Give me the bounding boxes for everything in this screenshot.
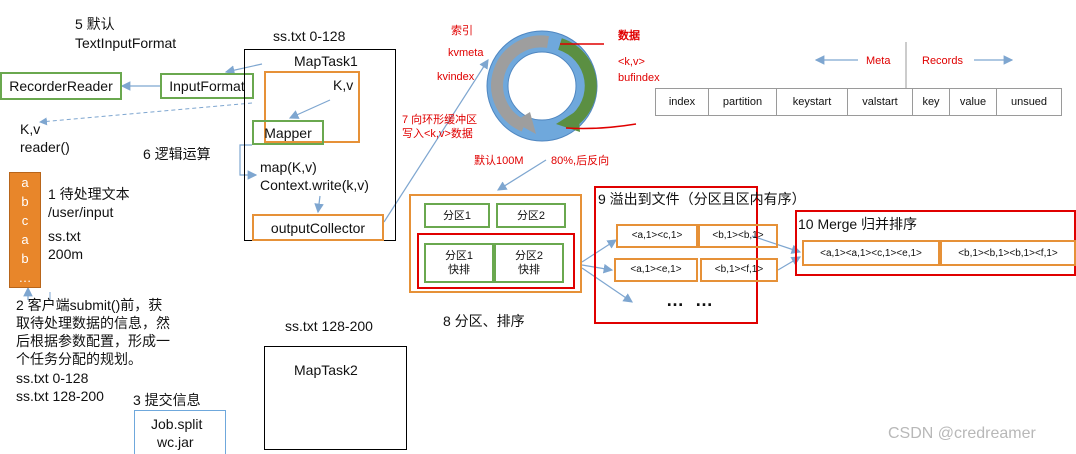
maptask1-inner-box: [264, 71, 360, 143]
file-letter: b: [21, 251, 29, 266]
input-file-block: a b c a b …: [9, 172, 41, 288]
spill-box: [594, 186, 758, 324]
input-format-box: InputFormat: [160, 73, 254, 99]
file-letter: a: [21, 232, 29, 247]
kv-reader-line1: K,v: [20, 121, 41, 137]
step1-line4: 200m: [48, 246, 84, 262]
merge-cell1: <a,1><a,1><c,1><e,1>: [802, 240, 940, 266]
step5-label-line1: 5 默认: [75, 16, 115, 32]
watermark: CSDN @credreamer: [888, 425, 1036, 442]
meta-cell-keystart: keystart: [776, 88, 848, 116]
spill-row2-cell2: <b,1><f,1>: [700, 258, 778, 282]
step7-line2: 写入<k,v>数据: [402, 128, 473, 140]
job-files-box: Job.split wc.jar: [134, 410, 226, 454]
file-letter: …: [18, 270, 32, 285]
partition2-sort-line1: 分区2: [514, 250, 544, 262]
step7-line1: 7 向环形缓冲区: [402, 114, 478, 126]
spill-row2-cell2-text: <b,1><f,1>: [714, 264, 764, 275]
output-collector-label: outputCollector: [270, 219, 366, 236]
maptask1-range: ss.txt 0-128: [273, 28, 346, 44]
step6-label: 6 逻辑运算: [143, 146, 211, 162]
step2-line6: ss.txt 128-200: [16, 388, 104, 404]
partition1-sort-line1: 分区1: [444, 250, 474, 262]
output-collector-box: outputCollector: [252, 214, 384, 241]
meta-cell-key: key: [912, 88, 950, 116]
step9-title: 9 溢出到文件（分区且区内有序）: [598, 191, 806, 207]
recorder-reader-label: RecorderReader: [9, 78, 113, 94]
wc-jar-label: wc.jar: [157, 434, 194, 450]
step2-line3: 后根据参数配置，形成一: [16, 333, 170, 349]
step5-label-line2: TextInputFormat: [75, 35, 177, 51]
ring-kv-label: <k,v>: [618, 56, 645, 68]
file-letter: b: [21, 194, 29, 209]
spill-row1-cell2: <b,1><b,1>: [698, 224, 778, 248]
partition-outer-box: [409, 194, 582, 293]
file-letter: a: [21, 175, 29, 190]
step2-line5: ss.txt 0-128: [16, 370, 89, 386]
meta-cell-index: index: [655, 88, 709, 116]
mapper-box: Mapper: [252, 120, 324, 145]
partition2-sort-box: 分区2 快排: [494, 243, 564, 283]
ring-bufindex-label: bufindex: [618, 72, 660, 84]
merge-cell2: <b,1><b,1><b,1><f,1>: [940, 240, 1076, 266]
partition2-label: 分区2: [516, 209, 546, 222]
step3-label: 3 提交信息: [133, 392, 201, 408]
spill-row2-cell1: <a,1><e,1>: [614, 258, 698, 282]
step2-line2: 取待处理数据的信息，然: [16, 315, 170, 331]
step10-title: 10 Merge 归并排序: [798, 216, 918, 232]
step2-line4: 个任务分配的规划。: [16, 351, 142, 367]
step2-line1: 2 客户端submit()前，获: [16, 297, 163, 313]
meta-header-label: Meta: [866, 55, 891, 67]
maptask2-title: MapTask2: [294, 362, 358, 378]
records-header-label: Records: [922, 55, 963, 67]
ring-buffer-graphic: [486, 30, 637, 142]
partition1-box: 分区1: [424, 203, 490, 228]
meta-cell-valstart: valstart: [847, 88, 913, 116]
mapper-label: Mapper: [264, 124, 312, 141]
map-line2: Context.write(k,v): [260, 177, 369, 193]
step1-line2: /user/input: [48, 204, 114, 220]
spill-ellipsis: … …: [666, 290, 717, 310]
ring-spill-label: 80%,后反向: [551, 155, 610, 167]
partition1-sort-box: 分区1 快排: [424, 243, 494, 283]
meta-cell-unsued: unsued: [996, 88, 1062, 116]
kv-reader-line2: reader(): [20, 139, 70, 155]
job-split-label: Job.split: [151, 416, 203, 432]
ring-default-label: 默认100M: [474, 155, 524, 167]
meta-table: index partition keystart valstart key va…: [655, 88, 1062, 116]
ring-index-label: 索引: [451, 25, 473, 37]
partition1-label: 分区1: [442, 209, 472, 222]
spill-row2-cell1-text: <a,1><e,1>: [630, 264, 682, 275]
partition1-sort-line2: 快排: [448, 264, 470, 276]
maptask1-kv: K,v: [333, 77, 354, 93]
meta-cell-value: value: [949, 88, 997, 116]
meta-cell-partition: partition: [708, 88, 777, 116]
step8-label: 8 分区、排序: [443, 313, 525, 329]
ring-kvmeta-label: kvmeta: [448, 47, 484, 59]
spill-row1-cell1: <a,1><c,1>: [616, 224, 698, 248]
map-line1: map(K,v): [260, 159, 317, 175]
file-letter: c: [21, 213, 29, 228]
ring-kvindex-label: kvindex: [437, 71, 475, 83]
maptask2-box: [264, 346, 407, 450]
ring-data-label: 数据: [618, 30, 640, 42]
recorder-reader-box: RecorderReader: [0, 72, 122, 100]
step1-line1: 1 待处理文本: [48, 186, 130, 202]
sort-outer-box: [417, 233, 575, 289]
merge-cell2-text: <b,1><b,1><b,1><f,1>: [958, 247, 1058, 259]
spill-row1-cell1-text: <a,1><c,1>: [631, 230, 683, 241]
merge-cell1-text: <a,1><a,1><c,1><e,1>: [820, 247, 922, 259]
maptask2-range: ss.txt 128-200: [285, 318, 373, 334]
input-format-label: InputFormat: [169, 78, 245, 94]
partition2-sort-line2: 快排: [518, 264, 540, 276]
partition2-box: 分区2: [496, 203, 566, 228]
step1-line3: ss.txt: [48, 228, 81, 244]
spill-row1-cell2-text: <b,1><b,1>: [712, 230, 764, 241]
maptask1-title: MapTask1: [294, 53, 358, 69]
